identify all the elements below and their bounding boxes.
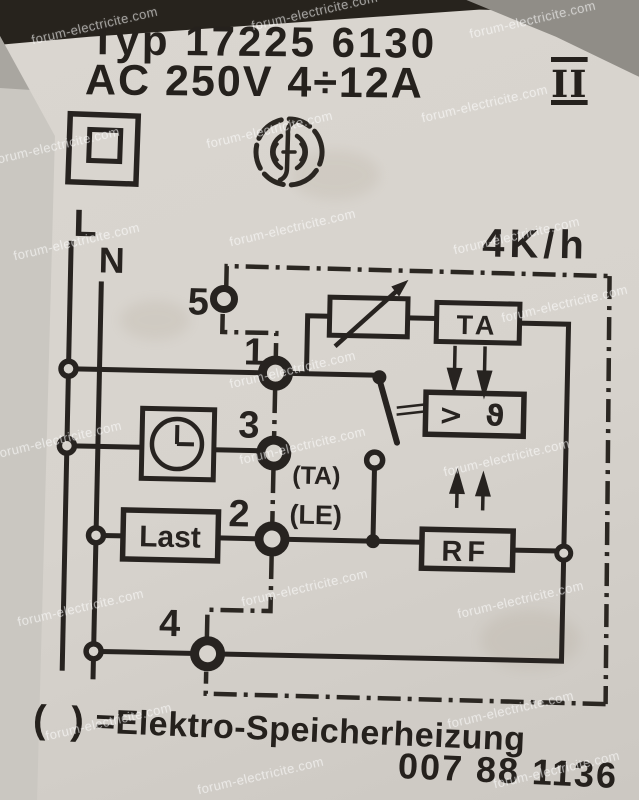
wire-terminal4 — [93, 561, 567, 664]
down-arrowhead — [446, 367, 463, 395]
potentiometer-arrow — [333, 286, 401, 348]
boundary-t2-t4 — [204, 555, 274, 637]
wire-contact-drop — [370, 468, 377, 538]
junction-node — [365, 534, 380, 549]
down-arrow — [452, 345, 457, 370]
legend-paren: ( ) — [32, 698, 92, 744]
load-label: Last — [139, 520, 201, 554]
ta-label: TA — [456, 310, 499, 341]
switch-contact — [363, 449, 386, 471]
terminal-4-number: 4 — [159, 603, 181, 645]
potentiometer-arrowhead — [391, 279, 409, 297]
wire-terminal2-rf — [217, 535, 423, 545]
thermostat-box: > ϑ — [422, 389, 527, 440]
certification-mark-icon — [253, 116, 325, 188]
wire-ta-right — [519, 320, 572, 548]
insulation-class-numeral: II — [551, 62, 588, 106]
paper-stain — [120, 300, 190, 340]
load-box: Last — [119, 507, 222, 564]
switch — [363, 370, 427, 549]
l-tap-circle — [56, 435, 78, 456]
wire-rf-right — [512, 547, 559, 554]
switch-pivot-node — [372, 370, 387, 385]
wire-poti-ta — [407, 315, 437, 321]
boundary-t3-t2 — [270, 470, 276, 523]
terminal-5-ring — [210, 284, 239, 313]
signal-arrows — [446, 345, 493, 511]
rf-box: RF — [418, 526, 517, 573]
terminal-1-ring — [257, 355, 293, 391]
phase-label: L — [73, 203, 97, 245]
switch-lever — [376, 376, 401, 446]
terminal-3-number: 3 — [238, 404, 260, 446]
wire-clock-left — [66, 443, 142, 450]
n-rail — [90, 281, 104, 680]
appliance-boundary — [203, 263, 612, 707]
terminal-3-ring — [256, 435, 292, 471]
mechanical-link — [396, 403, 427, 416]
terminal-4-ring — [190, 636, 226, 672]
terminal-1-number: 1 — [243, 331, 265, 373]
thermostat-label: > ϑ — [438, 398, 510, 433]
rf-output-node — [554, 543, 574, 563]
supply-rails — [59, 240, 104, 680]
terminal-circles — [56, 284, 574, 672]
class-ii-insulation-icon — [65, 110, 142, 187]
up-arrowhead — [474, 470, 491, 497]
boundary-t5-t1 — [220, 313, 279, 357]
boundary-t1-t3 — [271, 390, 278, 437]
time-switch-symbol — [138, 405, 218, 483]
le-paren-label: (LE) — [289, 499, 342, 530]
wire-terminal1 — [68, 366, 380, 378]
neutral-label: N — [98, 239, 125, 281]
wire-poti-left — [303, 313, 330, 374]
n-tap-circle — [83, 641, 104, 662]
clock-hands — [174, 424, 194, 447]
rf-label: RF — [441, 536, 490, 569]
ta-box: TA — [433, 299, 523, 346]
n-tap-circle — [85, 525, 107, 546]
boundary-top — [223, 263, 610, 289]
l-tap-circle — [58, 358, 79, 379]
boundary-bottom — [203, 671, 606, 707]
terminal-2-ring — [254, 521, 290, 557]
terminal-5-number: 5 — [187, 281, 209, 323]
ta-paren-label: (TA) — [292, 461, 341, 490]
up-arrowhead — [448, 467, 465, 495]
boundary-right — [603, 276, 612, 705]
heating-rate-label: 4K/h — [482, 221, 590, 267]
terminal-2-number: 2 — [228, 493, 250, 535]
down-arrow — [482, 346, 487, 373]
potentiometer-symbol — [326, 279, 411, 348]
down-arrowhead — [476, 370, 493, 400]
